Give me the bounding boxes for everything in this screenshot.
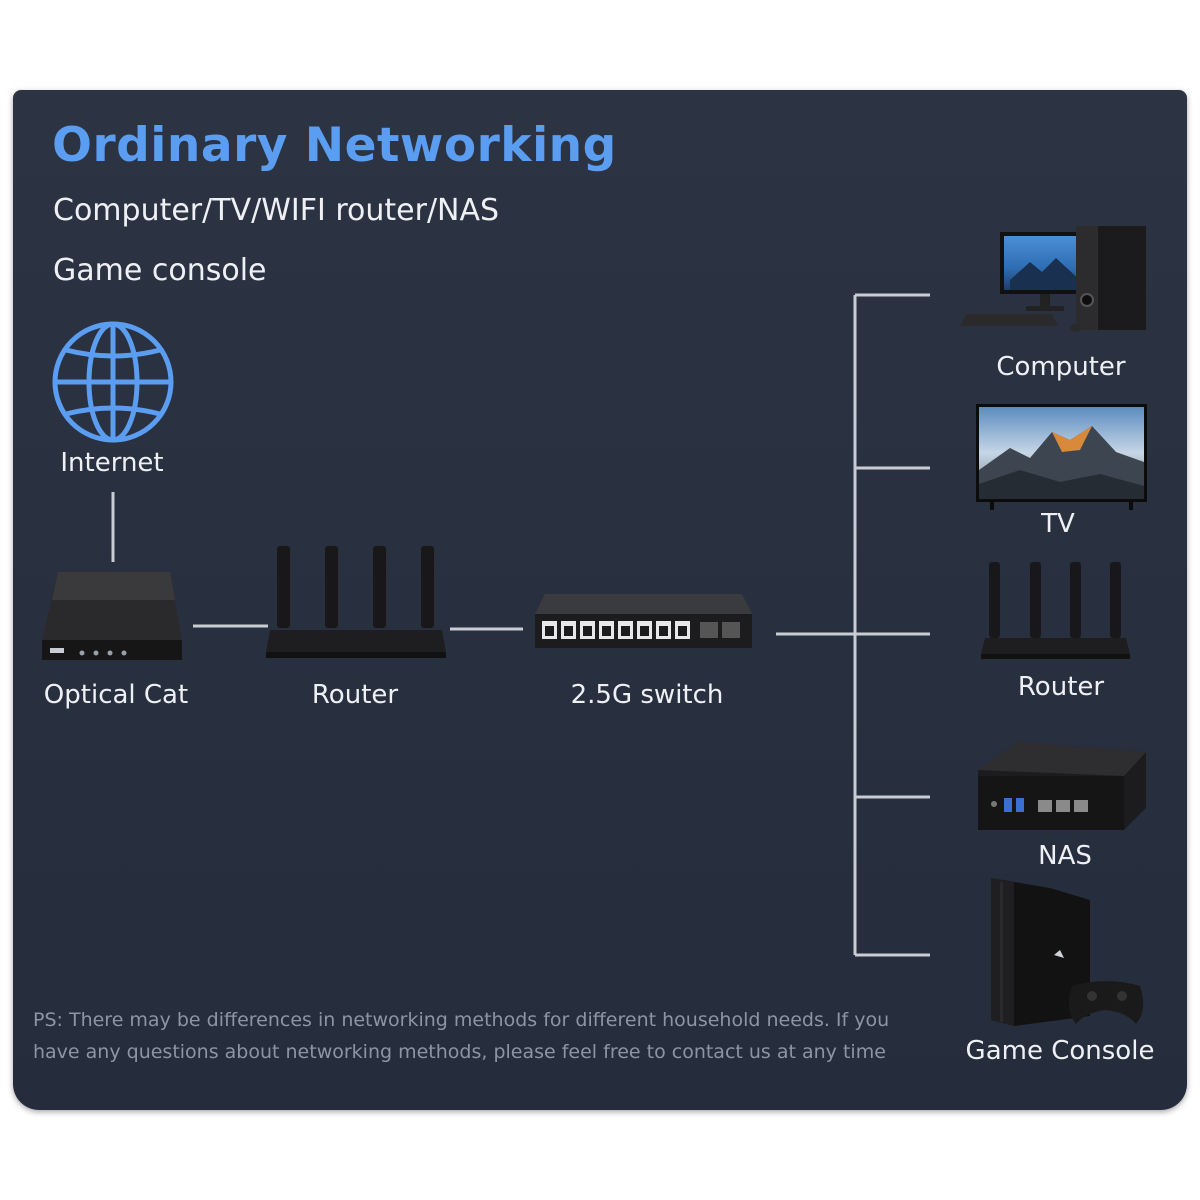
endpoint-label-router: Router — [1017, 672, 1105, 702]
ethernet-port-socket — [545, 626, 554, 636]
footnote-line-1: PS: There may be differences in networki… — [33, 1009, 890, 1031]
footnote-line-2: have any questions about networking meth… — [33, 1041, 886, 1063]
subtitle-device-list: Computer/TV/WIFI router/NAS — [53, 193, 500, 228]
endpoint-label-computer: Computer — [996, 352, 1126, 382]
ethernet-port-socket — [678, 626, 687, 636]
ethernet-port-socket — [583, 626, 592, 636]
diagram-title: Ordinary Networking — [52, 118, 617, 173]
subtitle-game-console: Game console — [53, 253, 267, 288]
node-label-optical-cat: Optical Cat — [43, 680, 189, 710]
endpoint-label-nas: NAS — [1038, 841, 1092, 871]
ethernet-port-socket — [621, 626, 630, 636]
switch-ports — [542, 621, 690, 639]
footnote: PS: There may be differences in networki… — [33, 1004, 893, 1068]
endpoint-label-tv: TV — [1041, 509, 1075, 539]
ethernet-port-socket — [564, 626, 573, 636]
node-label-internet: Internet — [60, 448, 164, 478]
node-label-switch: 2.5G switch — [570, 680, 724, 710]
ethernet-port-socket — [602, 626, 611, 636]
node-label-router: Router — [311, 680, 399, 710]
ethernet-port-socket — [659, 626, 668, 636]
endpoint-label-game-console: Game Console — [965, 1036, 1155, 1066]
ethernet-port-socket — [640, 626, 649, 636]
